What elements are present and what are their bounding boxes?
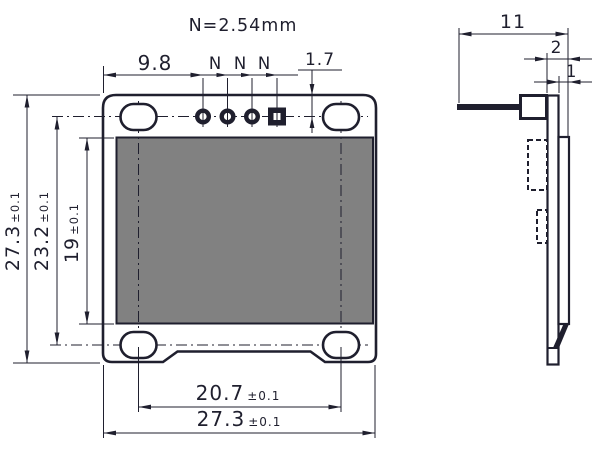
front-view <box>13 66 378 438</box>
dim-label-overall-height: 27.3±0.1 <box>2 191 24 271</box>
dim-label-pitch-1: N <box>209 54 221 73</box>
dim-label-total-thickness: 2 <box>551 38 562 58</box>
side-view <box>457 28 592 366</box>
title-pitch-note: N=2.54mm <box>189 16 298 36</box>
dim-label-pitch-2: N <box>234 54 246 73</box>
dim-label-overall-width: 27.3±0.1 <box>197 407 282 431</box>
flex-cable-side <box>552 324 569 349</box>
mounting-hole-top-right <box>321 102 361 132</box>
header-pin-side <box>457 104 521 110</box>
mounting-hole-top-left <box>119 102 158 132</box>
dim-label-pin-row-offset: 1.7 <box>305 50 335 70</box>
display-area <box>115 136 374 325</box>
dim-label-depth: 11 <box>500 11 526 33</box>
dim-label-pin-offset: 9.8 <box>138 51 173 75</box>
header-housing-side <box>519 94 548 120</box>
pcb-side <box>546 94 560 366</box>
side-arrowheads <box>459 31 581 85</box>
dim-label-panel-thickness: 1 <box>566 62 577 82</box>
component-back-small <box>536 209 548 244</box>
dim-label-pitch-3: N <box>258 54 270 73</box>
panel-side <box>557 135 571 326</box>
dim-label-hole-span-vertical: 23.2±0.1 <box>31 191 53 271</box>
dim-label-display-height: 19±0.1 <box>61 203 83 263</box>
front-arrowheads <box>24 72 375 436</box>
component-back-large <box>527 139 548 191</box>
dim-label-hole-span-horizontal: 20.7±0.1 <box>196 381 281 405</box>
